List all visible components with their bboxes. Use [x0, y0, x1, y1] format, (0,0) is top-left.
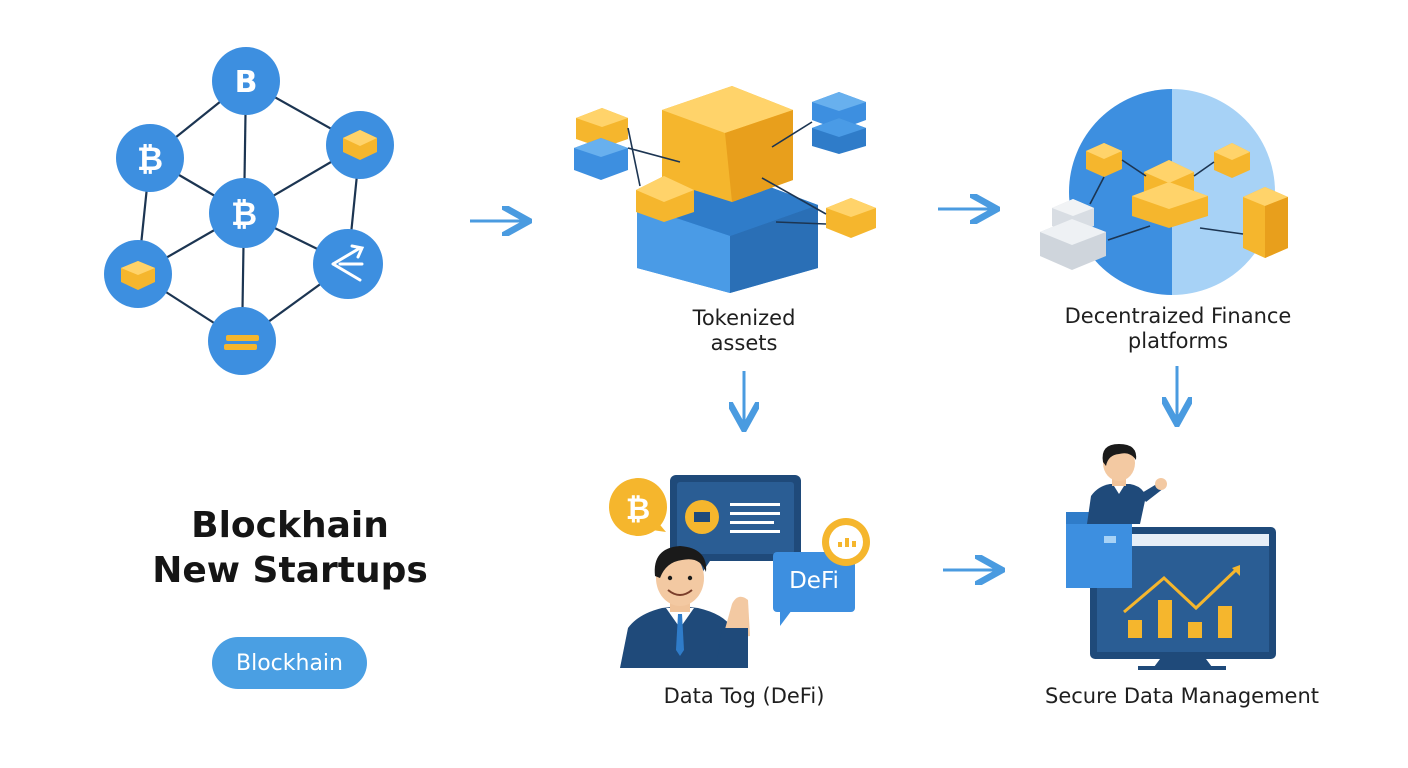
title-line1: Blockhain [191, 505, 389, 546]
node-share [313, 229, 383, 299]
node-left [116, 124, 184, 192]
tokenized-line2: assets [710, 331, 778, 355]
data-tog-label: Data Tog (DeFi) [663, 684, 825, 708]
node-center-glyph: ₿ [231, 195, 257, 233]
title-line2: New Startups [152, 550, 428, 591]
defi-line1: Decentraized Finance [1064, 304, 1292, 328]
defi-bubble-text: DeFi [789, 568, 839, 594]
node-center [209, 178, 279, 248]
node-top-glyph: B [235, 65, 258, 100]
tokenized-line1: Tokenized [692, 306, 796, 330]
node-left-bottom [104, 240, 172, 308]
node-right-top [326, 111, 394, 179]
blockhain-tag-button[interactable]: Blockhain [212, 637, 367, 689]
node-top [212, 47, 280, 115]
svg-text:₿: ₿ [626, 492, 650, 527]
tokenized-assets-label: Tokenized assets [644, 306, 844, 356]
node-left-glyph: ₿ [137, 140, 163, 178]
defi-platforms-label: Decentraized Finance platforms [1042, 304, 1314, 354]
defi-line2: platforms [1127, 329, 1229, 353]
secure-data-label: Secure Data Management [1044, 684, 1320, 708]
node-bottom [208, 307, 276, 375]
page-title: Blockhain New Startups [140, 503, 440, 593]
